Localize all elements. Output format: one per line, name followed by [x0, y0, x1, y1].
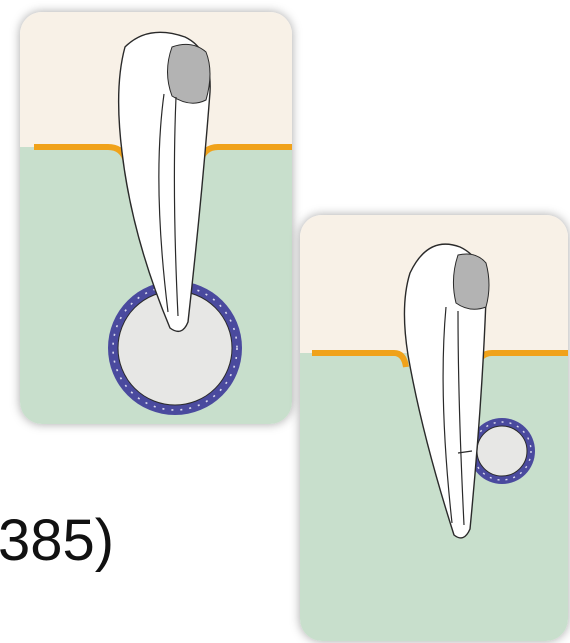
lateral-cyst-panel: [300, 215, 568, 641]
crown-restoration: [453, 254, 489, 309]
periapical-cyst-panel: [20, 12, 292, 424]
figure-caption: 385): [0, 512, 114, 570]
crown-restoration: [168, 44, 211, 103]
cyst-lumen: [477, 426, 527, 476]
